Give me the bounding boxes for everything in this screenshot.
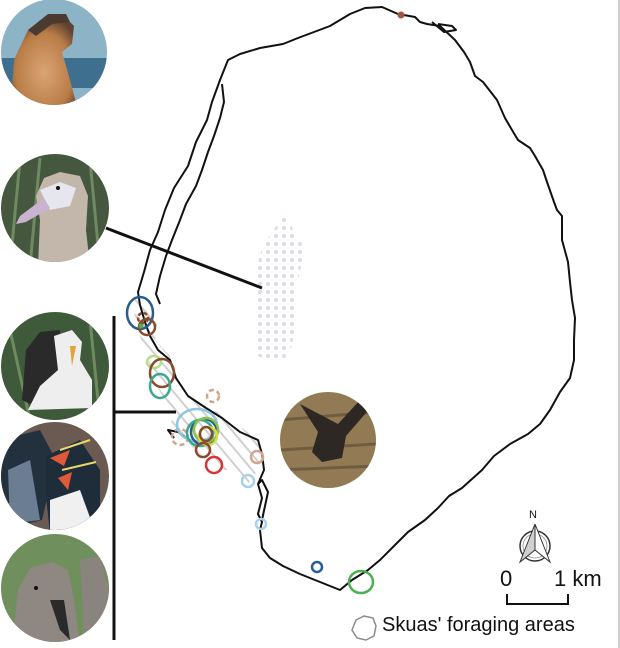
photo-sooty-albatross (1, 534, 109, 642)
colony-ring (254, 517, 268, 531)
colony-ring (148, 357, 176, 389)
colony-ring (198, 425, 214, 443)
colony-ring (148, 372, 172, 400)
photo-yellow-nosed-albatross (1, 312, 109, 420)
scale-end-label: 1 km (554, 566, 602, 591)
north-label: N (529, 509, 537, 521)
leader-lines (105, 226, 263, 640)
legend-symbol-icon (351, 615, 377, 641)
colony-ring (205, 388, 221, 404)
north-arrow-icon (518, 523, 552, 564)
colony-ring (310, 560, 324, 574)
colony-ring (194, 441, 212, 459)
photo-skua (280, 392, 376, 488)
colony-ring (204, 455, 224, 475)
colony-ring (347, 569, 375, 595)
frame-border (618, 0, 620, 648)
legend-label: Skuas' foraging areas (382, 614, 575, 636)
coastline (137, 6, 576, 591)
scale-start-label: 0 (500, 566, 513, 591)
photo-albatross-chick (1, 154, 109, 262)
legend: Skuas' foraging areas (382, 614, 575, 637)
dotted-colony-area (256, 212, 304, 362)
hatched-region (133, 300, 262, 484)
colony-ring (145, 354, 163, 370)
scale-bar (506, 594, 569, 605)
colony-ring (136, 311, 150, 325)
colony-ring (240, 473, 256, 489)
scale-labels: 0 1 km (492, 566, 618, 596)
photo-rockhopper-penguins (1, 422, 109, 530)
foraging-circles (125, 11, 405, 595)
colony-ring (249, 449, 265, 465)
colony-dot (397, 11, 405, 19)
photo-fur-seal (1, 0, 107, 105)
